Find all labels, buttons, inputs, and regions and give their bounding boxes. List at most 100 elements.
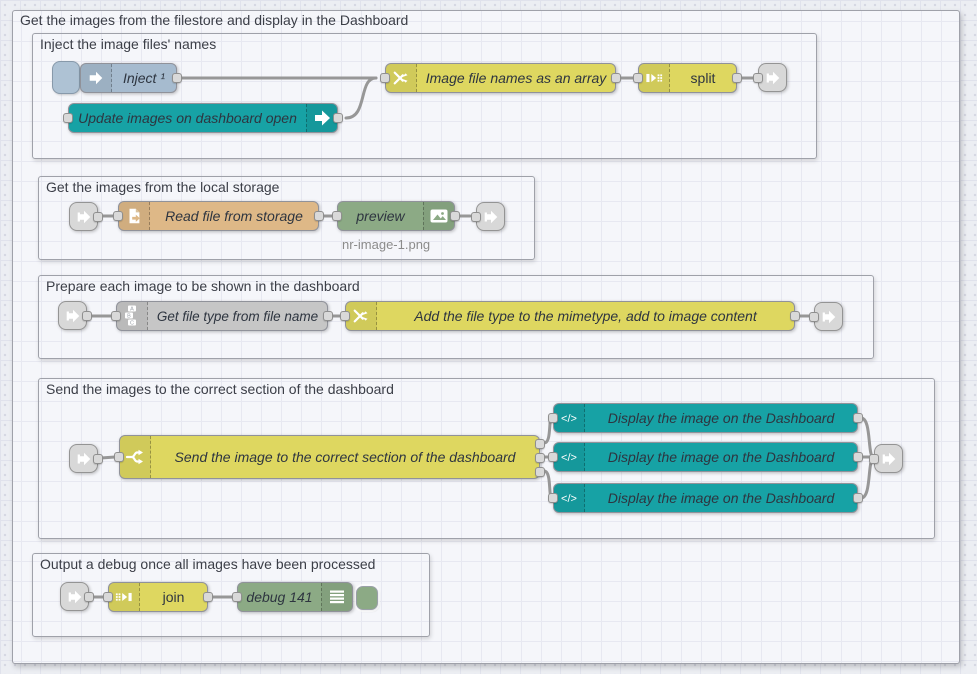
inject-icon [81, 64, 112, 92]
group-local-storage[interactable] [38, 176, 535, 260]
node-link-out-3[interactable] [809, 302, 843, 331]
node-update-images-input-port[interactable] [63, 113, 73, 123]
node-preview-input-port[interactable] [332, 211, 342, 221]
function-icon [386, 64, 417, 92]
node-preview[interactable]: preview [332, 201, 460, 231]
file-in-icon [119, 202, 150, 230]
template-code-icon: </> [554, 484, 585, 512]
node-link-out-3-input-port[interactable] [809, 311, 819, 322]
node-get-file-type-input-port[interactable] [111, 311, 121, 321]
node-link-in-5-output-port[interactable] [84, 591, 94, 602]
link-in-icon [68, 590, 81, 603]
node-update-images-label: Update images on dashboard open [78, 110, 297, 126]
node-send-to-section-label: Send the image to the correct section of… [174, 449, 516, 465]
node-image-file-names-output-port[interactable] [611, 73, 621, 83]
switch-icon [120, 436, 151, 478]
node-display-2-label: Display the image on the Dashboard [607, 449, 835, 465]
node-link-out-1-input-port[interactable] [753, 72, 763, 83]
node-link-out-4[interactable] [869, 444, 903, 473]
node-join-output-port[interactable] [203, 592, 213, 602]
template-code-icon: </> [554, 443, 585, 471]
svg-text:</>: </> [561, 413, 577, 425]
node-link-out-2[interactable] [471, 202, 505, 231]
node-preview-output-port[interactable] [450, 211, 460, 221]
node-link-in-3-output-port[interactable] [82, 310, 92, 321]
node-link-in-3[interactable] [58, 301, 92, 330]
node-display-3-output-port[interactable] [853, 493, 863, 503]
node-send-to-section-input-port[interactable] [114, 452, 124, 462]
node-image-file-names[interactable]: Image file names as an array [380, 63, 621, 93]
debug-toggle-button[interactable] [356, 586, 378, 610]
link-out-icon [822, 310, 835, 323]
node-inject-label: Inject ¹ [122, 70, 165, 86]
node-debug-input-port[interactable] [232, 592, 242, 602]
template-code-icon: </> [554, 404, 585, 432]
node-display-3[interactable]: </> Display the image on the Dashboard [548, 483, 863, 513]
node-display-2-output-port[interactable] [853, 452, 863, 462]
group-inject-names-title: Inject the image files' names [40, 36, 217, 52]
group-send-dashboard[interactable] [38, 378, 935, 539]
node-update-images-output-port[interactable] [333, 113, 343, 123]
node-read-file-output-port[interactable] [314, 211, 324, 221]
node-join-input-port[interactable] [103, 592, 113, 602]
node-link-in-4[interactable] [69, 444, 103, 473]
node-split-output-port[interactable] [732, 73, 742, 83]
node-inject[interactable]: Inject ¹ [80, 63, 182, 93]
node-link-in-5[interactable] [60, 582, 94, 611]
group-inject-names[interactable] [32, 33, 817, 159]
node-add-mimetype-output-port[interactable] [790, 311, 800, 321]
node-display-3-input-port[interactable] [548, 493, 558, 503]
node-display-1[interactable]: </> Display the image on the Dashboard [548, 403, 863, 433]
group-output-debug[interactable] [32, 553, 430, 637]
group-prepare-image[interactable] [38, 275, 874, 359]
node-send-to-section-output-port-2[interactable] [535, 453, 545, 463]
image-icon [423, 202, 454, 230]
node-image-file-names-input-port[interactable] [380, 73, 390, 83]
link-out-icon [766, 71, 779, 84]
node-add-mimetype-label: Add the file type to the mimetype, add t… [414, 308, 757, 324]
group-output-debug-title: Output a debug once all images have been… [40, 556, 376, 572]
node-link-out-1[interactable] [753, 63, 787, 92]
abc-sort-icon: A B C [117, 302, 148, 330]
node-link-in-2-output-port[interactable] [93, 211, 103, 222]
node-display-3-label: Display the image on the Dashboard [607, 490, 835, 506]
node-send-to-section-output-port-3[interactable] [535, 467, 545, 477]
node-get-file-type[interactable]: A B C Get file type from file name [111, 301, 333, 331]
svg-text:</>: </> [561, 452, 577, 464]
group-prepare-image-title: Prepare each image to be shown in the da… [46, 278, 360, 294]
node-add-mimetype[interactable]: Add the file type to the mimetype, add t… [340, 301, 800, 331]
node-split[interactable]: split [633, 63, 742, 93]
node-send-to-section-output-port-1[interactable] [535, 439, 545, 449]
node-read-file-input-port[interactable] [113, 211, 123, 221]
node-display-1-input-port[interactable] [548, 413, 558, 423]
node-send-to-section[interactable]: Send the image to the correct section of… [114, 435, 545, 479]
node-get-file-type-output-port[interactable] [323, 311, 333, 321]
node-split-input-port[interactable] [633, 73, 643, 83]
node-link-out-2-input-port[interactable] [471, 211, 481, 222]
node-display-1-output-port[interactable] [853, 413, 863, 423]
node-link-in-2[interactable] [69, 202, 103, 231]
node-display-1-label: Display the image on the Dashboard [607, 410, 835, 426]
node-add-mimetype-input-port[interactable] [340, 311, 350, 321]
node-inject-output-port[interactable] [172, 73, 182, 83]
link-in-icon [66, 309, 79, 322]
node-get-file-type-label: Get file type from file name [156, 308, 319, 324]
link-out-icon [882, 452, 895, 465]
node-split-label: split [690, 70, 716, 86]
svg-text:B: B [127, 313, 131, 319]
node-image-file-names-label: Image file names as an array [425, 70, 607, 86]
node-display-2[interactable]: </> Display the image on the Dashboard [548, 442, 863, 472]
node-link-out-4-input-port[interactable] [869, 453, 879, 464]
node-display-2-input-port[interactable] [548, 452, 558, 462]
node-read-file[interactable]: Read file from storage [113, 201, 324, 231]
node-join[interactable]: join [103, 582, 213, 612]
join-icon [109, 583, 140, 611]
node-update-images[interactable]: Update images on dashboard open [63, 103, 343, 133]
inject-button[interactable] [52, 61, 80, 94]
group-local-storage-title: Get the images from the local storage [46, 179, 280, 195]
node-link-in-4-output-port[interactable] [93, 453, 103, 464]
link-in-icon [77, 210, 90, 223]
node-debug[interactable]: debug 141 [232, 582, 353, 612]
group-filestore-dashboard-title: Get the images from the filestore and di… [20, 12, 409, 28]
